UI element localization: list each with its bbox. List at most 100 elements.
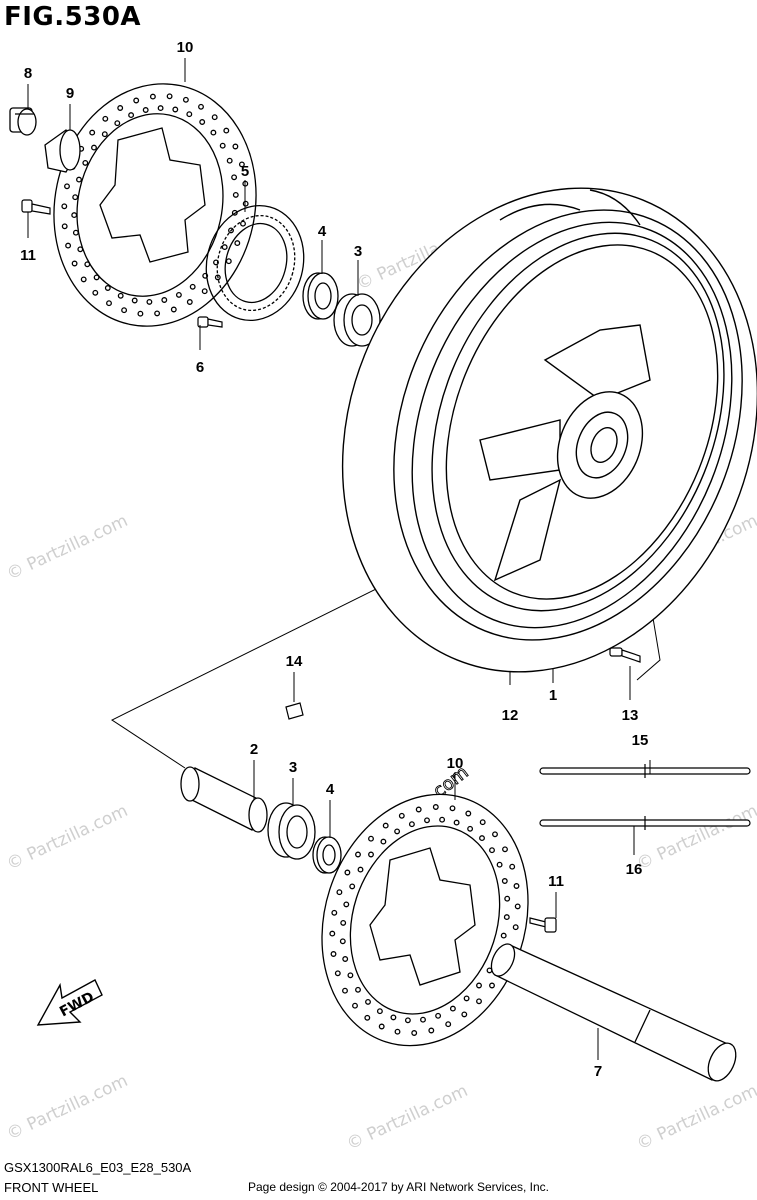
band-15 [539,764,751,778]
disc-hole [65,242,72,249]
disc-hole [342,987,348,994]
disc-hole [331,909,338,916]
disc-hole [228,227,234,234]
disc-hole [89,129,96,136]
disc-hole [186,299,193,305]
disc-hole [77,246,84,253]
valve [609,647,641,663]
disc-hole [234,240,241,247]
disc-hole [424,817,430,824]
disc-hole [445,1021,452,1028]
disc-hole [514,903,521,910]
oil-seal-top [302,272,339,320]
callout-4-bottom: 4 [326,781,335,798]
disc-hole [376,1008,383,1015]
callout-8: 8 [24,65,32,82]
disc-hole [347,972,354,979]
disc-hole [101,131,108,138]
disc-hole [355,851,361,858]
disc-hole [329,930,336,937]
disc-hole [71,212,78,219]
disc-hole [368,835,374,842]
disc-hole [489,847,495,854]
disc-hole [500,932,507,939]
disc-hole [439,816,446,823]
disc-bolt-top [21,199,51,215]
callout-11: 11 [20,247,36,264]
callout-11-bottom: 11 [548,873,564,890]
screw [197,316,223,328]
disc-hole [479,835,485,842]
disc-hole [394,828,401,835]
callout-5: 5 [241,163,249,180]
balancer-weight [285,702,304,720]
callout-3-bottom: 3 [289,759,297,776]
disc-hole [170,306,177,313]
disc-hole [364,1014,371,1021]
sensor-ring [205,204,305,322]
disc-hole [214,274,221,281]
disc-hole [61,223,68,230]
disc-hole [189,283,196,290]
disc-hole [114,120,121,127]
callout-1: 1 [549,687,557,704]
disc-hole [102,115,109,122]
disc-hole [398,812,405,819]
disc-hole [91,144,97,151]
disc-hole [221,244,228,251]
callout-2: 2 [250,741,258,758]
watermark: © Partzilla.com [634,1081,757,1155]
disc-hole [492,831,498,838]
disc-hole [142,107,149,113]
disc-hole [344,869,351,876]
disc-hole [503,914,510,921]
credit-text: Page design © 2004-2017 by ARI Network S… [248,1180,550,1194]
callout-12: 12 [502,707,519,724]
disc-hole [72,194,79,201]
disc-hole [223,127,230,134]
disc-hole [453,819,460,826]
disc-hole [504,895,511,902]
disc-hole [501,878,508,884]
disc-hole [489,982,495,989]
disc-hole [182,96,189,103]
disc-hole [512,924,519,931]
disc-hole [133,97,140,104]
fwd-arrow-icon: FWD [36,979,103,1026]
disc-hole [242,200,249,207]
disc-hole [390,1014,397,1021]
callout-13: 13 [622,707,639,724]
disc-hole [117,105,124,111]
disc-hole [513,883,520,889]
disc-hole [198,103,204,110]
disc-hole [463,995,470,1002]
disc-bolt-bottom [529,917,557,933]
watermark: © Partzilla.com [4,511,131,585]
disc-hole [365,998,371,1005]
disc-hole [352,1002,358,1009]
disc-hole [240,220,246,227]
disc-hole [461,1011,468,1018]
disc-hole [476,982,482,989]
disc-hole [502,846,508,853]
disc-hole [382,822,389,829]
leader-lines [27,58,651,1060]
disc-hole [339,938,346,945]
disc-hole [476,998,482,1005]
plug [9,107,37,136]
disc-hole [128,112,135,119]
disc-hole [149,93,156,100]
watermark: © Partzilla.com [4,801,131,875]
callouts: 8 9 10 11 5 4 3 6 14 12 1 13 2 3 4 10 15… [20,39,648,1080]
watermark: © Partzilla.com [344,1081,471,1155]
callout-7: 7 [594,1063,602,1080]
disc-hole [175,291,182,298]
disc-hole [61,203,68,210]
callout-14: 14 [286,653,303,670]
disc-hole [186,111,193,118]
disc-hole [432,804,439,810]
disc-hole [80,276,87,283]
disc-hole [343,901,350,908]
disc-hole [121,307,128,314]
